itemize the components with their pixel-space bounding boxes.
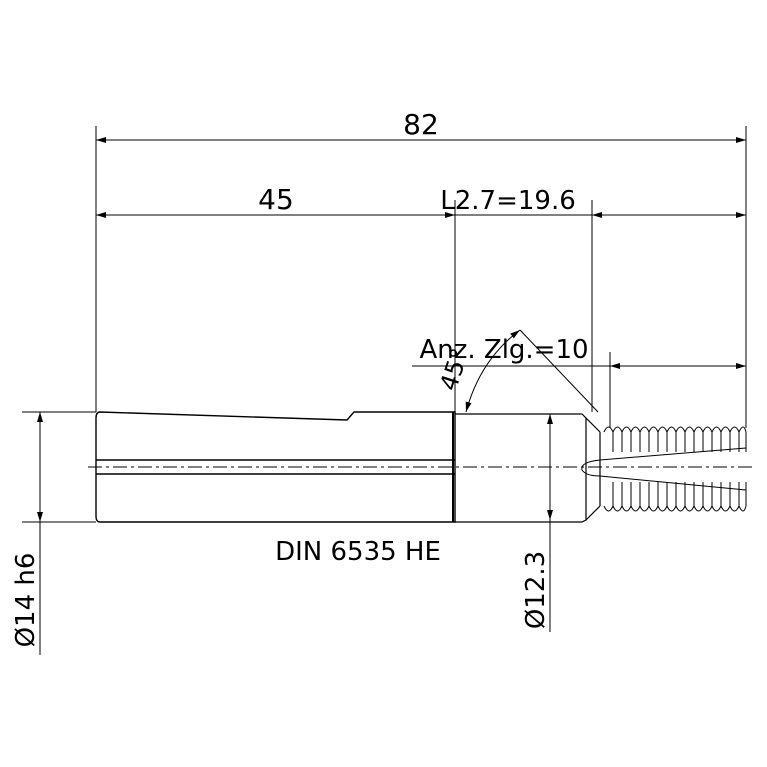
label-overall-length: 82	[403, 108, 439, 141]
label-shank-diameter: Ø14 h6	[11, 553, 41, 648]
dimension-neck-diameter: Ø12.3	[521, 414, 553, 632]
tool-shank	[95, 411, 456, 523]
label-thread-length: L2.7=19.6	[440, 186, 576, 216]
tool-neck	[455, 413, 601, 523]
label-shank-length: 45	[258, 183, 294, 216]
extension-lines	[22, 126, 747, 523]
dimension-overall-length: 82	[96, 108, 746, 143]
tool-thread	[581, 426, 747, 512]
label-neck-diameter: Ø12.3	[521, 551, 551, 629]
dimension-shank-length: 45	[96, 183, 455, 218]
label-shank-standard: DIN 6535 HE	[275, 537, 441, 567]
dimension-shank-diameter: Ø14 h6	[11, 412, 43, 655]
dimension-thread-length: L2.7=19.6	[440, 186, 746, 218]
